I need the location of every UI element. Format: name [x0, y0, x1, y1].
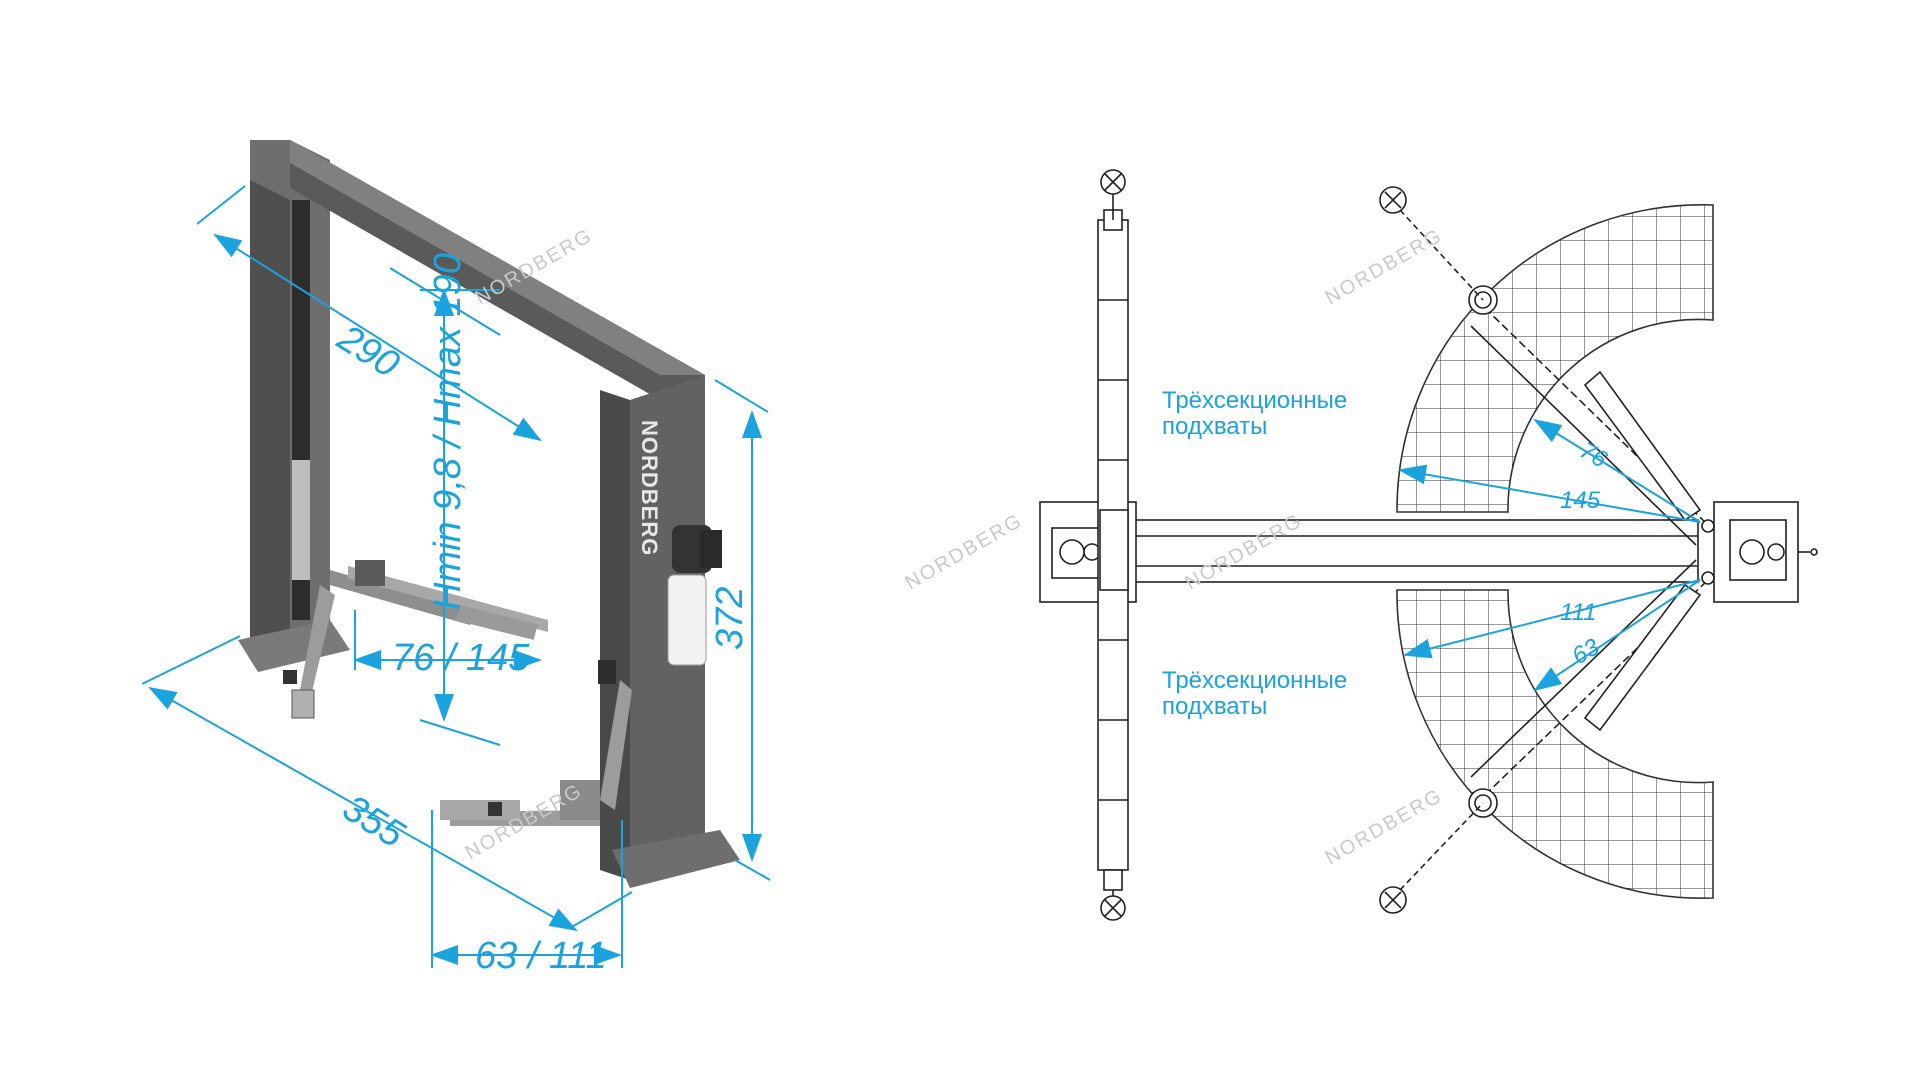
dim-290: 290	[329, 316, 406, 386]
note-bottom-line1: Трёхсекционные	[1162, 667, 1347, 694]
watermark: NORDBERG	[902, 509, 1027, 594]
right-arms	[1379, 186, 1715, 914]
left-long-arm	[1097, 169, 1129, 921]
radius-145: 145	[1560, 487, 1601, 514]
radius-111: 111	[1560, 599, 1596, 626]
dimension-lines	[141, 185, 771, 968]
brand-label: NORDBERG	[637, 420, 662, 556]
left-post	[238, 140, 350, 672]
lift-top-view: 76 145 111 63 Трёхсекционные подхваты Тр…	[1039, 169, 1818, 921]
radius-pointers	[1398, 418, 1701, 692]
note-top-line2: подхваты	[1162, 413, 1267, 440]
dim-height-range: Hmin 9,8 / Hmax 190	[427, 253, 469, 610]
radius-76: 76	[1575, 437, 1612, 474]
right-post: NORDBERG	[600, 375, 740, 888]
right-column-plate	[1713, 501, 1818, 603]
note-top-line1: Трёхсекционные	[1162, 387, 1347, 414]
lift-3d-view: NORDBERG	[141, 140, 771, 977]
dim-355: 355	[335, 787, 412, 857]
reach-zone-top	[1396, 204, 1714, 513]
watermark: NORDBERG	[1322, 224, 1447, 309]
dim-372: 372	[709, 587, 751, 650]
note-bottom-line2: подхваты	[1162, 693, 1267, 720]
dim-63-111: 63 / 111	[475, 935, 607, 977]
motor-unit	[667, 525, 722, 666]
crossbar	[1107, 519, 1699, 583]
watermark: NORDBERG	[1322, 784, 1447, 869]
dim-76-145: 76 / 145	[392, 637, 530, 679]
